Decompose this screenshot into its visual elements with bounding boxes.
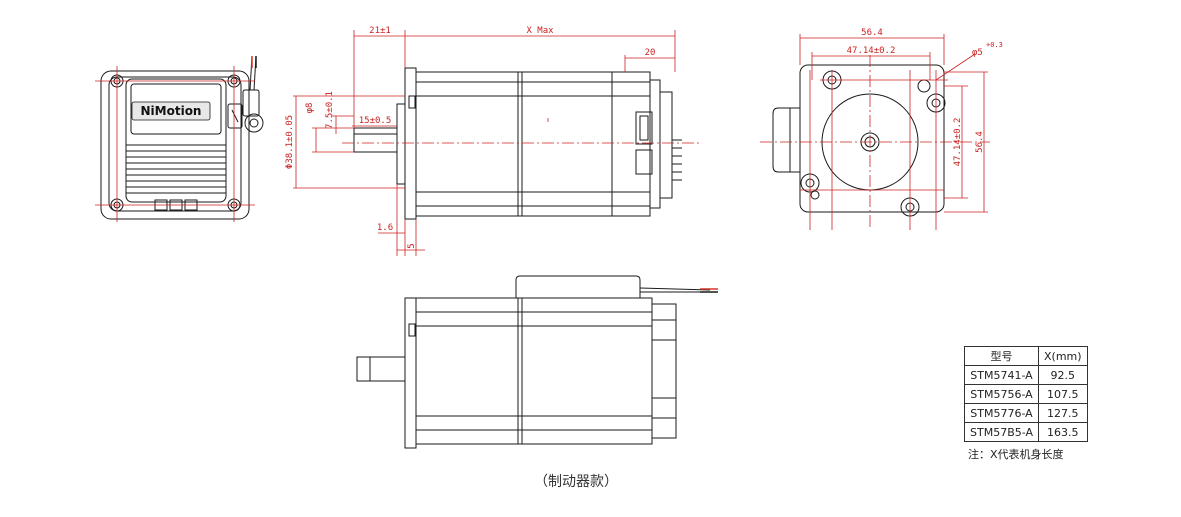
dim-body-length: X Max (526, 26, 554, 36)
dim-flange-height: 56.4 (975, 131, 985, 153)
table-row: STM57B5-A 163.5 (964, 422, 1088, 442)
brake-variant-view (356, 275, 711, 449)
table-row: STM5756-A 107.5 (964, 384, 1088, 404)
model-cell: STM5776-A (964, 403, 1039, 423)
model-cell: STM57B5-A (964, 422, 1039, 442)
table-header-row: 型号 X(mm) (964, 346, 1088, 366)
side-view (353, 67, 682, 220)
x-cell: 92.5 (1038, 365, 1088, 385)
model-cell: STM5756-A (964, 384, 1039, 404)
column-header-model: 型号 (964, 346, 1039, 366)
dim-flange-width: 56.4 (861, 28, 883, 38)
x-cell: 163.5 (1038, 422, 1088, 442)
brand-logo: NiMotion (141, 104, 202, 118)
x-cell: 127.5 (1038, 403, 1088, 423)
dim-shaft-length: 21±1 (369, 26, 391, 36)
dim-flat-depth: 7.5±0.1 (325, 91, 335, 129)
brake-variant-caption: （制动器款） (534, 474, 618, 490)
dim-flange-thickness: 5 (407, 243, 417, 248)
column-header-x: X(mm) (1038, 346, 1088, 366)
dim-flat-length: 15±0.5 (359, 116, 392, 126)
x-cell: 107.5 (1038, 384, 1088, 404)
dim-bolt-spacing-v: 47.14±0.2 (953, 118, 963, 167)
front-view (772, 64, 946, 217)
table-note: 注：X代表机身长度 (968, 448, 1064, 461)
dim-bolt-spacing-h: 47.14±0.2 (847, 46, 896, 56)
dim-hole-diameter: φ5 (972, 48, 983, 58)
dim-connector-offset: 20 (645, 48, 656, 58)
dim-pilot-depth: 1.6 (377, 223, 393, 233)
table-row: STM5741-A 92.5 (964, 365, 1088, 385)
table-row: STM5776-A 127.5 (964, 403, 1088, 423)
model-cell: STM5741-A (964, 365, 1039, 385)
back-view (100, 55, 264, 220)
dim-shaft-diameter: φ8 (305, 103, 315, 114)
dim-hole-tolerance: +0.3 (986, 41, 1003, 49)
dim-pilot-diameter: Φ38.1±0.05 (285, 115, 295, 169)
model-spec-table: 型号 X(mm) STM5741-A 92.5 STM5756-A 107.5 … (964, 346, 1088, 442)
